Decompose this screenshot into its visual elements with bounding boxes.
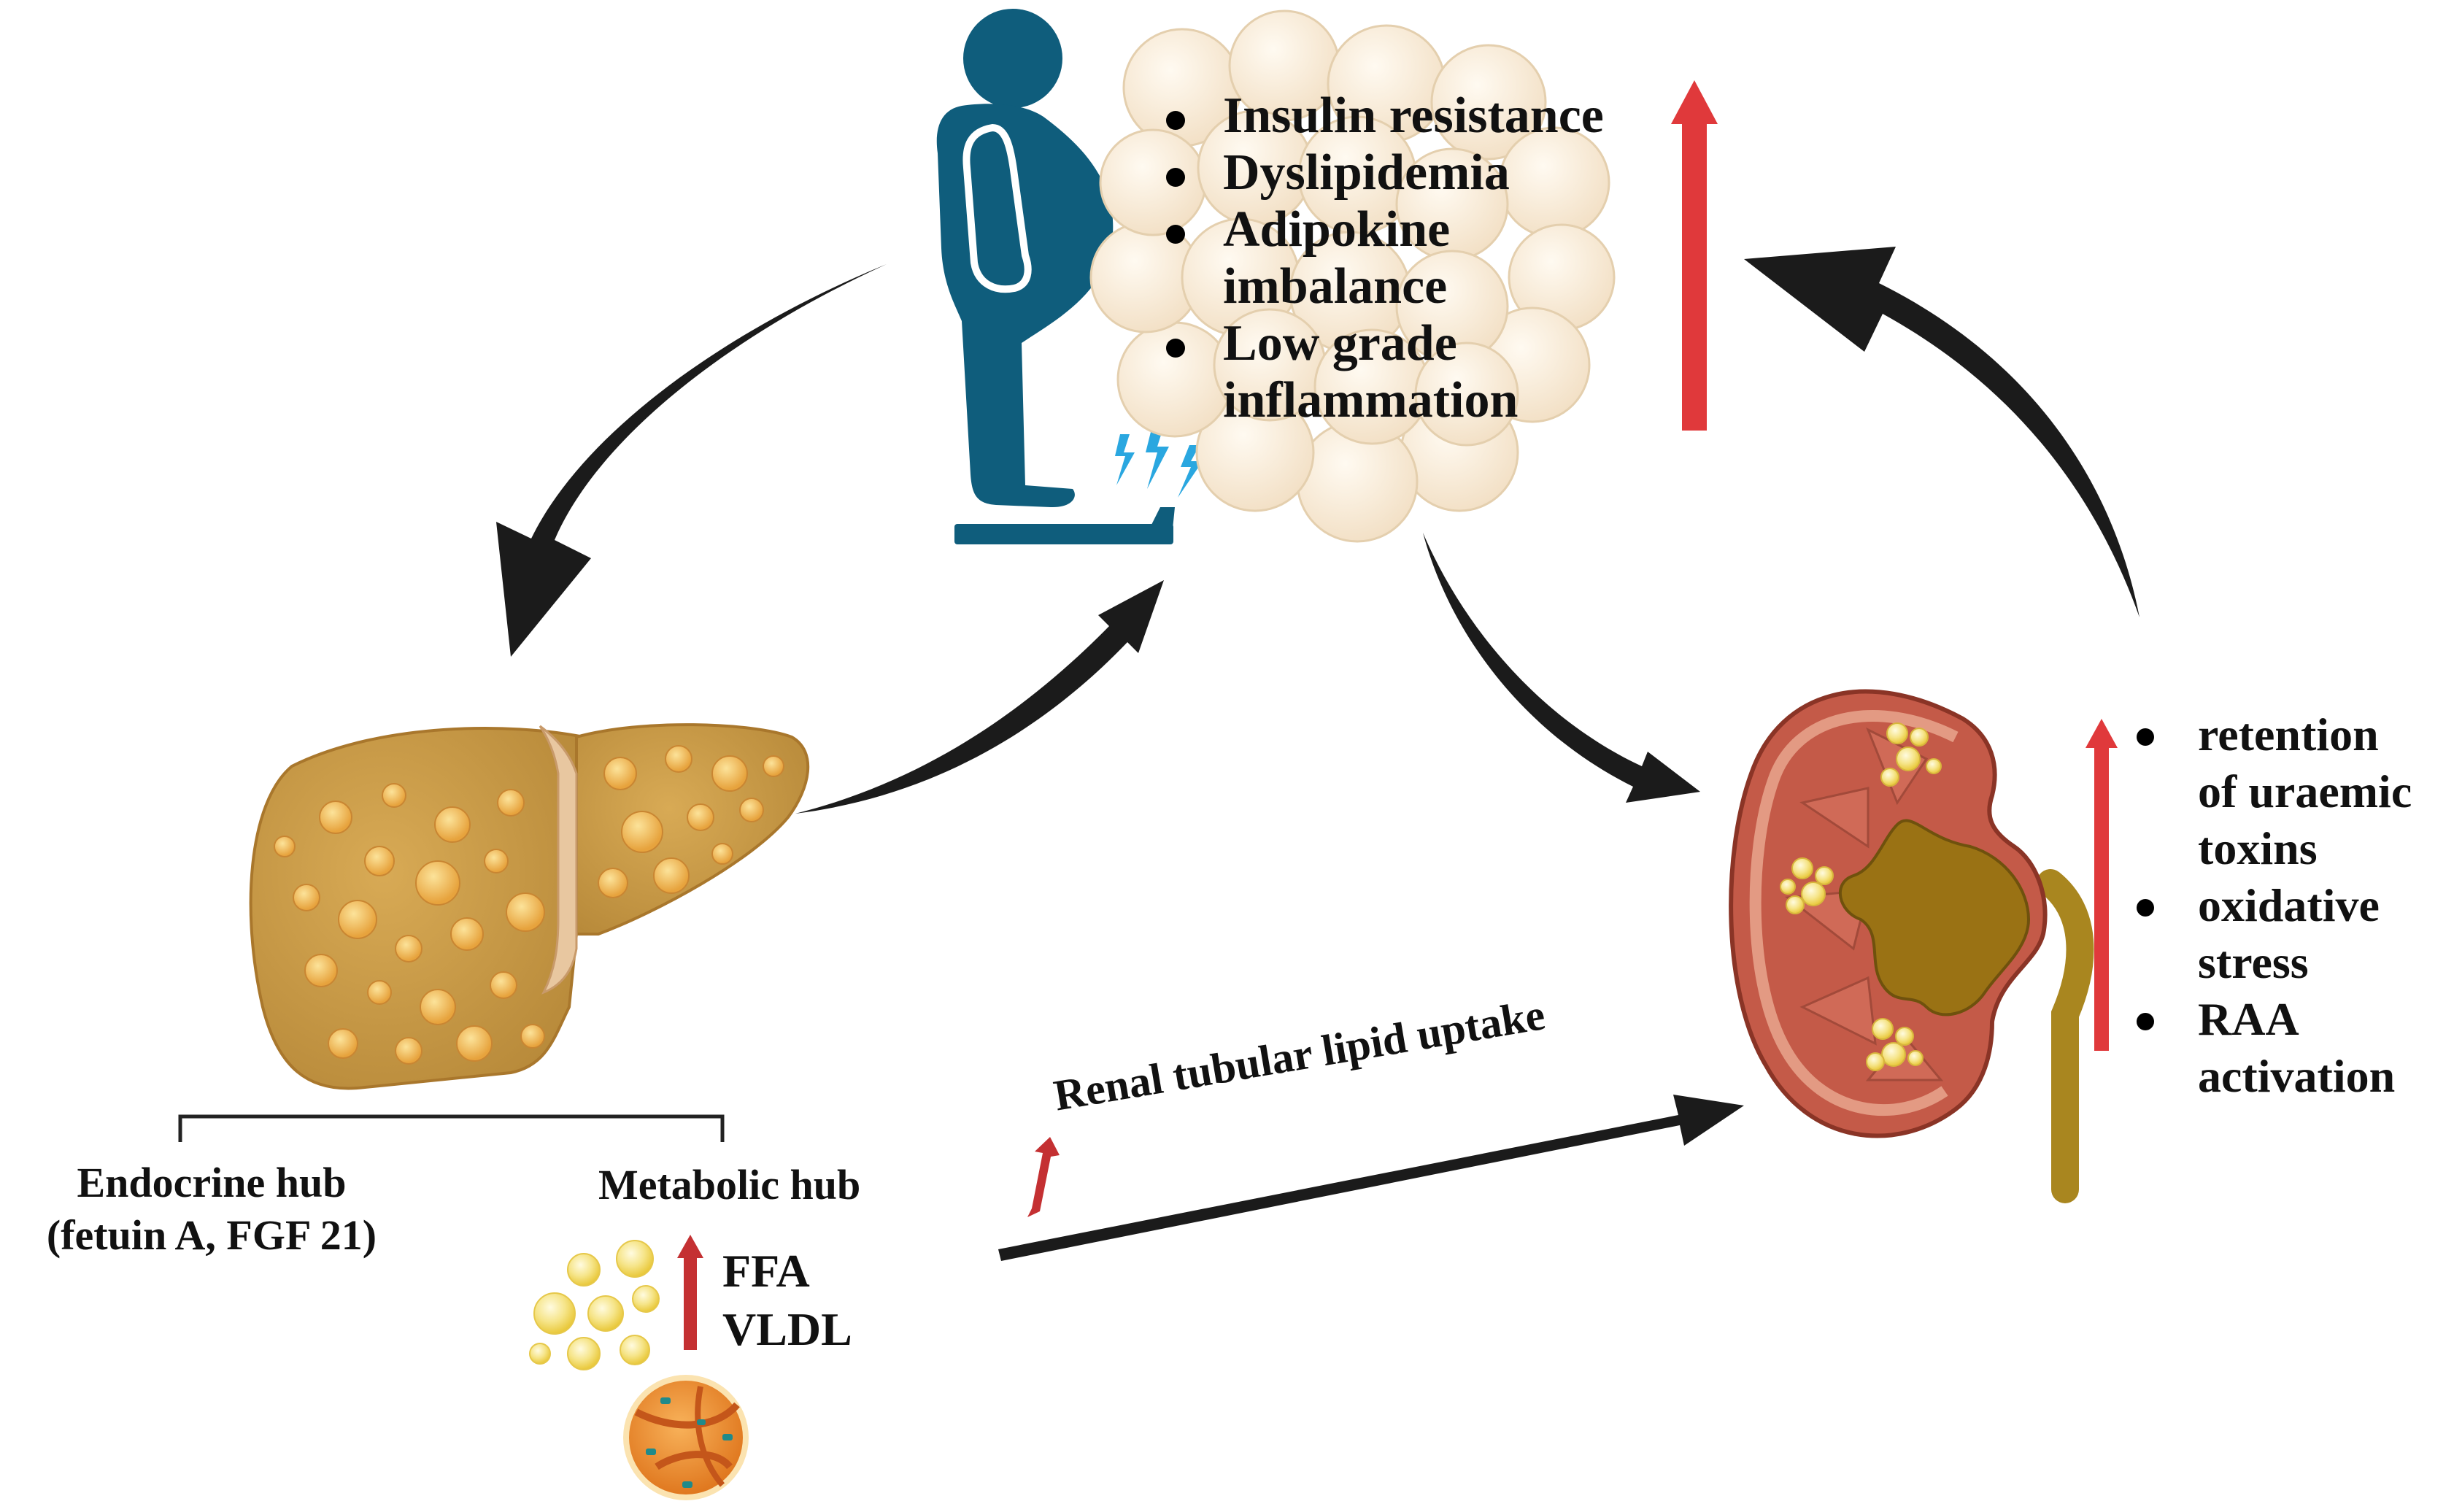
fatty-liver-icon xyxy=(249,723,810,1090)
arrow-adipose-to-kidney xyxy=(1423,533,1700,803)
adipose-effects-list: Insulin resistance Dyslipidemia Adipokin… xyxy=(1160,88,1604,429)
lipoprotein-icon xyxy=(623,1375,749,1500)
arrow-liver-to-obesity xyxy=(795,580,1164,814)
lipid-vldl: VLDL xyxy=(722,1303,852,1355)
metabolic-hub-label: Metabolic hub xyxy=(598,1161,861,1208)
obese-person-icon xyxy=(936,9,1114,508)
hub-connector xyxy=(178,1114,725,1142)
arrow-kidney-to-obesity xyxy=(1744,247,2139,617)
endocrine-hub-detail: (fetuin A, FGF 21) xyxy=(46,1211,377,1259)
endocrine-hub-label: Endocrine hub (fetuin A, FGF 21) xyxy=(0,1157,423,1262)
lipid-list: FFA VLDL xyxy=(722,1242,852,1359)
adipose-tissue-icon xyxy=(1089,9,1616,543)
increase-arrow-renal xyxy=(1027,1137,1060,1217)
adipose-effect-dyslipidemia: Dyslipidemia xyxy=(1160,144,1604,201)
lipid-ffa: FFA xyxy=(722,1245,810,1297)
arrow-lipids-to-kidney xyxy=(998,1095,1744,1261)
increase-arrow-adipose xyxy=(1671,80,1718,431)
increase-arrow-kidney xyxy=(2085,719,2118,1051)
lipid-droplets-icon xyxy=(529,1240,660,1370)
endocrine-hub-title: Endocrine hub xyxy=(77,1159,347,1206)
weighing-scale-icon xyxy=(954,507,1175,544)
increase-arrow-lipids xyxy=(677,1235,703,1350)
kidney-icon xyxy=(1729,689,2094,1203)
adipose-effect-insulin-resistance: Insulin resistance xyxy=(1160,88,1604,144)
spark-icon xyxy=(1115,423,1203,498)
arrow-obesity-to-liver xyxy=(496,264,887,657)
